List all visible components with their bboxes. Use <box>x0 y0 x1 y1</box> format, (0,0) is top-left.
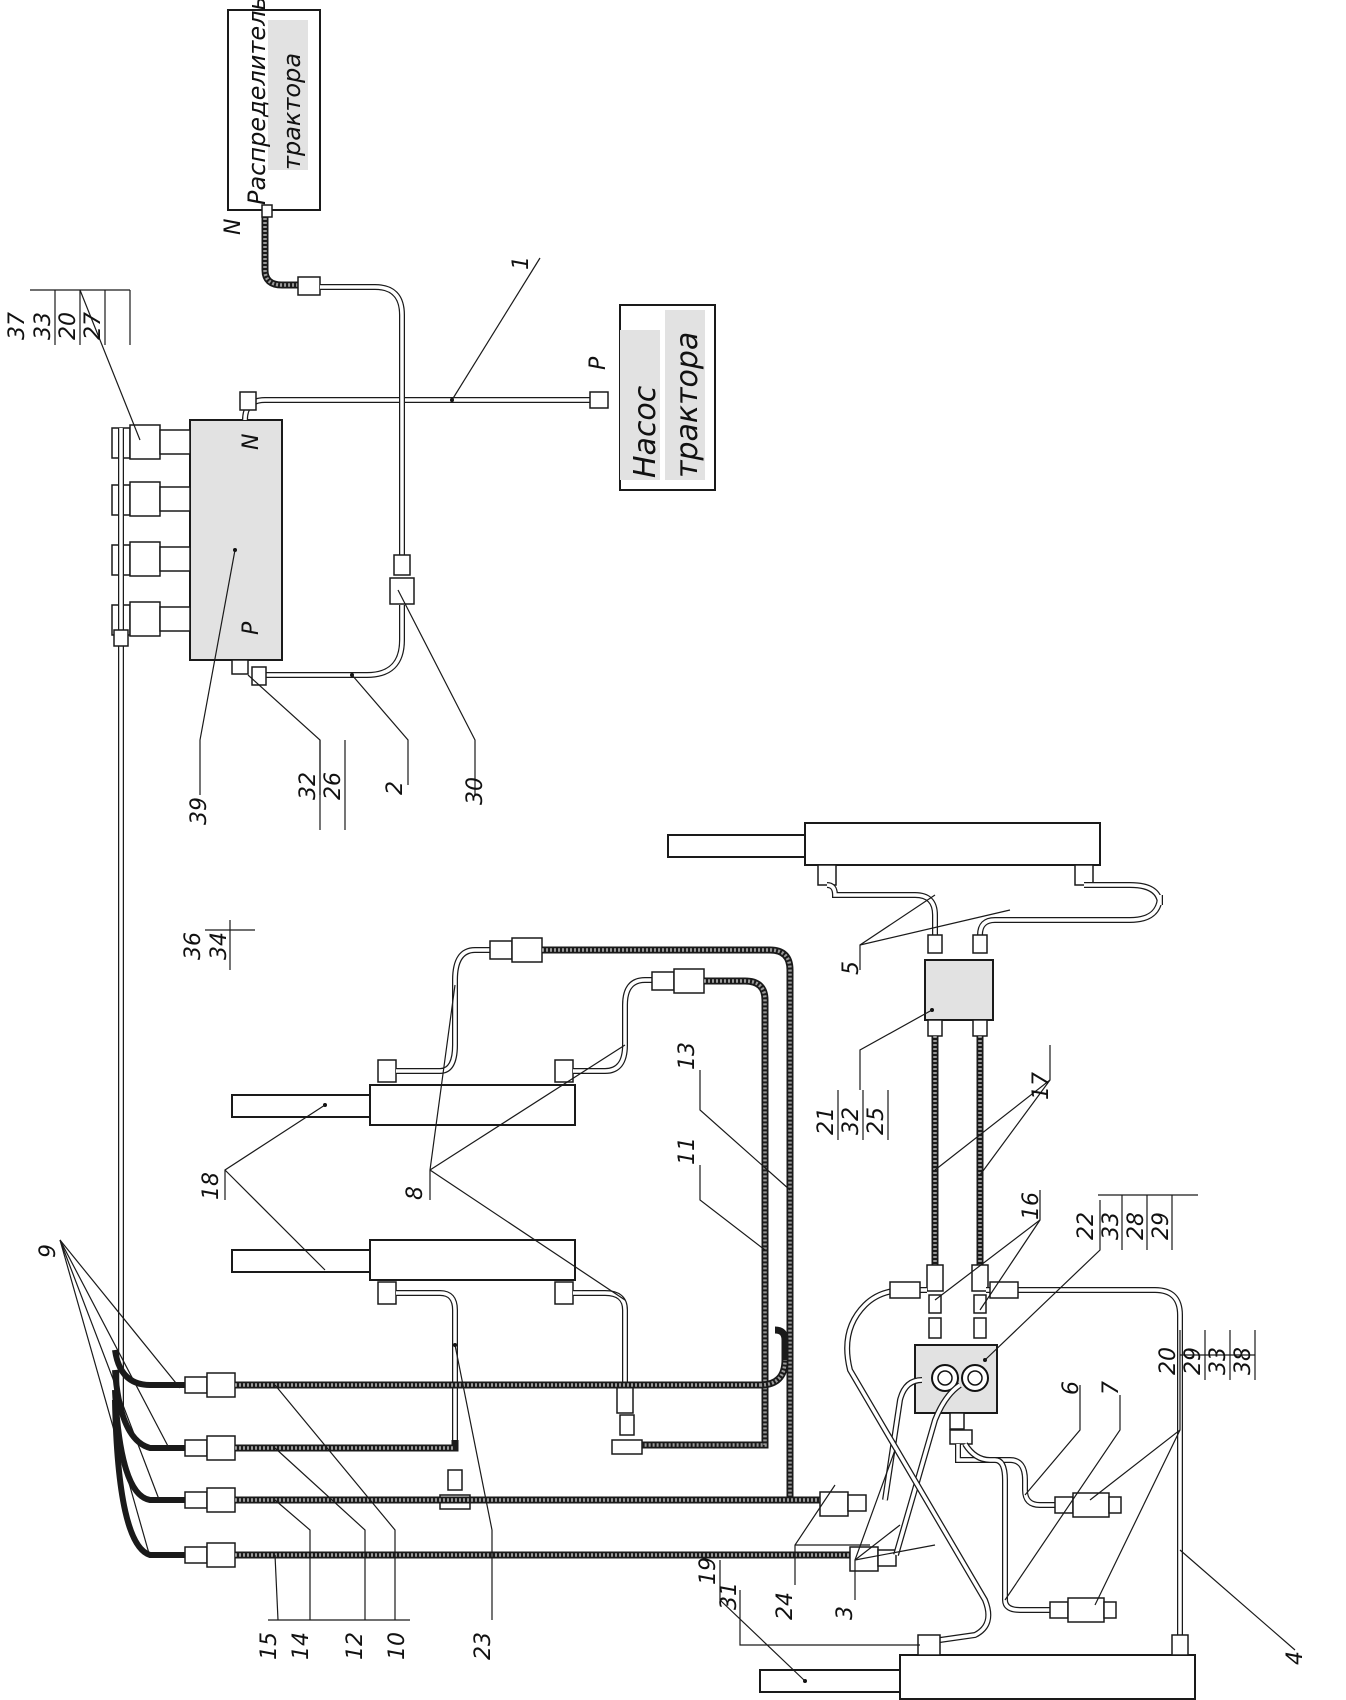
svg-text:32: 32 <box>839 1107 864 1135</box>
port-n-distributor: N <box>221 219 246 235</box>
stack-22: 22 33 28 29 <box>1074 1194 1198 1250</box>
label-2: 2 <box>383 781 408 795</box>
label-30: 30 <box>463 777 488 805</box>
label-1: 1 <box>509 256 534 270</box>
svg-text:29: 29 <box>1149 1212 1174 1240</box>
right-cylinder-upper <box>667 822 1163 954</box>
label-6: 6 <box>1059 1381 1084 1395</box>
label-31: 31 <box>717 1582 742 1610</box>
distributor-label-line1: Распределитель <box>243 0 271 205</box>
port-p-pump: P <box>586 356 611 370</box>
cylinder-18-lower <box>231 1239 576 1281</box>
svg-text:26: 26 <box>321 772 346 800</box>
label-4: 4 <box>1283 1651 1308 1665</box>
cylinder-hoses <box>377 937 794 1510</box>
svg-text:33: 33 <box>1099 1212 1124 1240</box>
svg-text:29: 29 <box>1181 1347 1206 1375</box>
svg-text:27: 27 <box>81 312 106 340</box>
label-7: 7 <box>1099 1381 1124 1395</box>
svg-text:22: 22 <box>1074 1212 1099 1240</box>
block-fittings <box>111 424 191 1420</box>
labels: 1 2 30 39 32 26 37 33 20 27 36 34 5 21 3… <box>5 256 1308 1665</box>
label-10: 10 <box>385 1632 410 1660</box>
label-12: 12 <box>343 1632 368 1660</box>
svg-text:25: 25 <box>864 1107 889 1135</box>
leader-lines <box>59 257 1296 1682</box>
svg-text:33: 33 <box>31 312 56 340</box>
hoses-17 <box>926 1036 989 1339</box>
cylinder-19 <box>759 1634 1196 1700</box>
svg-text:21: 21 <box>814 1107 839 1135</box>
label-17: 17 <box>1029 1072 1054 1100</box>
stack-20: 20 29 33 38 <box>1156 1330 1256 1380</box>
valve-block-21 <box>924 959 994 1037</box>
label-8: 8 <box>403 1186 428 1200</box>
label-19: 19 <box>696 1557 721 1585</box>
label-13: 13 <box>675 1042 700 1070</box>
label-23: 23 <box>471 1632 496 1660</box>
cross-pipes <box>844 1281 1183 1643</box>
stack-21: 21 32 25 <box>814 1090 889 1140</box>
svg-text:32: 32 <box>296 772 321 800</box>
stack-37: 37 33 20 27 <box>5 289 131 345</box>
pipe-1 <box>239 391 609 421</box>
label-18: 18 <box>199 1172 224 1200</box>
label-15: 15 <box>257 1632 282 1660</box>
pump-label-line2: трактора <box>670 332 705 478</box>
label-14: 14 <box>289 1632 314 1660</box>
pressure-line-2 <box>231 204 415 686</box>
pump-label-line1: Насос <box>628 385 663 478</box>
tractor-distributor: Распределитель трактора N <box>221 0 321 235</box>
svg-text:20: 20 <box>56 312 81 340</box>
label-16: 16 <box>1019 1192 1044 1220</box>
svg-text:28: 28 <box>1124 1212 1149 1240</box>
svg-text:36: 36 <box>181 932 206 960</box>
tractor-pump: Насос трактора P <box>586 304 716 491</box>
cylinder-18-upper <box>231 1084 576 1126</box>
svg-text:34: 34 <box>207 932 232 960</box>
label-5: 5 <box>839 961 864 975</box>
stack-36-34: 36 34 <box>181 920 255 970</box>
svg-text:20: 20 <box>1156 1347 1181 1375</box>
label-3: 3 <box>833 1606 858 1620</box>
label-39: 39 <box>187 797 212 825</box>
label-11: 11 <box>675 1137 700 1165</box>
svg-text:33: 33 <box>1206 1347 1231 1375</box>
port-p-block: P <box>239 621 264 635</box>
valve-block-22 <box>914 1344 998 1445</box>
svg-text:38: 38 <box>1231 1347 1256 1375</box>
label-24: 24 <box>773 1592 798 1620</box>
main-hoses-9 <box>112 1326 897 1572</box>
stack-32-26: 32 26 <box>296 740 346 830</box>
port-n-block: N <box>239 434 264 450</box>
label-9: 9 <box>36 1244 61 1258</box>
svg-text:37: 37 <box>5 312 30 340</box>
distributor-label-line2: трактора <box>278 53 306 170</box>
valve-block-39: N P <box>189 419 283 661</box>
